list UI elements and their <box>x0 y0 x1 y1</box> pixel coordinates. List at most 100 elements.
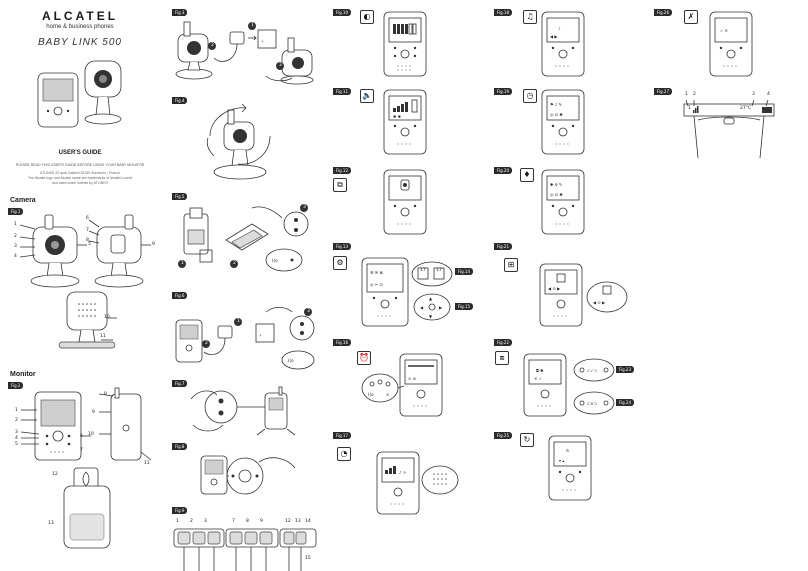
cover-product-illustration <box>37 60 122 128</box>
camera-callout-7: 7 <box>86 228 89 233</box>
fig9-callout-9: 9 <box>260 519 263 524</box>
fig4-label: Fig.4 <box>172 97 188 104</box>
svg-text:◎ ⊡ ✱: ◎ ⊡ ✱ <box>550 112 563 117</box>
alarm-icon: ⏰ <box>357 351 371 365</box>
fig26-label: Fig.26 <box>654 9 673 16</box>
fig9-button-panel-illustration <box>173 528 317 571</box>
monitor-callout-4: 4 <box>15 436 18 441</box>
svg-text:((o: ((o <box>368 392 374 397</box>
svg-text:✱ ✱: ✱ ✱ <box>393 114 402 119</box>
address-line-3: and used under license by ATLINKS <box>52 181 108 185</box>
svg-text:✕ ✓: ✕ ✓ <box>534 376 542 381</box>
svg-text:◀ ⊙ ▶: ◀ ⊙ ▶ <box>548 286 561 291</box>
fig1-label: Fig.1 <box>8 208 24 215</box>
camera-callout-10: 10 <box>104 315 110 320</box>
fig14-temperature-zoom <box>411 261 453 287</box>
fig9-callout-8: 8 <box>246 519 249 524</box>
monitor-callout-12: 12 <box>52 472 58 477</box>
fig27-temperature-readout: 27°C <box>740 106 752 111</box>
svg-text:⊂✓⊃: ⊂✓⊃ <box>587 368 597 373</box>
fig5-step-2: 2 <box>233 261 236 266</box>
svg-text:◎ ⊡ ✱: ◎ ⊡ ✱ <box>550 192 563 197</box>
camera-add-icon: ⧈ <box>495 351 509 365</box>
settings-icon: ⚙ <box>333 256 347 270</box>
fig8-label: Fig.8 <box>172 443 188 450</box>
fig6-step-1: 1 <box>237 319 240 324</box>
fig21-monitor-pairing-screen: ◀ ⊙ ▶ <box>539 263 583 327</box>
svg-text:◀ ▶: ◀ ▶ <box>550 34 558 39</box>
fig23-label: Fig.23 <box>616 366 635 373</box>
fig21-pairing-zoom: ◀ ⊙ ▶ <box>586 281 628 313</box>
fig5-step-3: 3 <box>303 205 306 210</box>
volume-icon: 🔈 <box>360 89 374 103</box>
fig9-label: Fig.9 <box>172 507 188 514</box>
fig3-step-2: 2 <box>211 43 214 48</box>
camera-callout-4: 4 <box>14 254 17 259</box>
fig3-step-markers <box>208 22 284 70</box>
fig27-callout-2: 2 <box>693 92 696 97</box>
fig7-label: Fig.7 <box>172 380 188 387</box>
svg-text:♪ ☼: ♪ ☼ <box>399 470 407 475</box>
fig3-step-3: 3 <box>279 63 282 68</box>
fig16-monitor-alarm-screen: ⊙ ⊘ <box>399 353 443 417</box>
svg-text:⊙ ⊘: ⊙ ⊘ <box>408 376 416 381</box>
fig5-step-1: 1 <box>181 261 184 266</box>
monitor-callout-1: 1 <box>15 408 18 413</box>
fig14-label: Fig.14 <box>455 268 474 275</box>
fig14-value-right: 17 <box>436 268 442 273</box>
fig9-callout-2: 2 <box>190 519 193 524</box>
fig21-label: Fig.21 <box>494 243 513 250</box>
fig25-label: Fig.25 <box>494 432 513 439</box>
guide-title: USER'S GUIDE <box>58 150 102 156</box>
fig27-status-signal: 1 <box>688 106 691 111</box>
monitor-callout-3: 3 <box>15 430 18 435</box>
fig27-callout-4: 4 <box>767 92 770 97</box>
fig17-speaker-zoom <box>421 465 459 495</box>
monitor-callout-5: 5 <box>15 442 18 447</box>
fig13-label: Fig.13 <box>333 243 352 250</box>
fig12-label: Fig.12 <box>333 167 352 174</box>
camera-callout-8: 8 <box>86 238 89 243</box>
fig6-step-3: 3 <box>307 309 310 314</box>
brand-tagline: home & business phones <box>46 24 114 30</box>
fig13-monitor-settings-screen: ⚒ ✉ ⊠ ◎ ✂ ⊡ <box>361 257 409 327</box>
svg-text:⚑ ♪ ✎: ⚑ ♪ ✎ <box>550 102 562 107</box>
fig11-label: Fig.11 <box>333 88 352 95</box>
fig14-value-left: 17 <box>420 268 426 273</box>
svg-text:⊙: ⊙ <box>386 392 389 397</box>
svg-text:⊂✕⊃: ⊂✕⊃ <box>587 401 597 406</box>
svg-text:((o: ((o <box>288 358 294 363</box>
fig27-status-bar-illustration <box>683 99 775 159</box>
fig9-callout-3: 3 <box>204 519 207 524</box>
music-note-icon: ♫ <box>523 10 537 24</box>
fig27-callout-1: 1 <box>685 92 688 97</box>
fig6-step-2: 2 <box>205 341 208 346</box>
fig3-label: Fig.3 <box>172 9 188 16</box>
svg-text:▾ ▴: ▾ ▴ <box>559 458 564 463</box>
fig20-monitor-sensitivity-screen: ✱ ♀ ✎ ◎ ⊡ ✱ <box>541 169 585 235</box>
svg-text:♪: ♪ <box>558 26 561 31</box>
fig27-label: Fig.27 <box>654 88 673 95</box>
fig17-label: Fig.17 <box>333 432 352 439</box>
fig23-confirm-zoom: ⊂✓⊃ <box>573 358 615 382</box>
fig15-navigation-zoom: ▲▼ ◀▶ <box>413 293 451 321</box>
pairing-icon: ⊞ <box>504 258 518 272</box>
fig9-callout-12: 12 <box>285 519 291 524</box>
fig10-label: Fig.10 <box>333 9 352 16</box>
fig6-step-markers <box>202 308 312 348</box>
fig22-label: Fig.22 <box>494 339 513 346</box>
address-line-1: ATLINKS 22 quai Gallieni 92150 Suresnes … <box>40 171 120 175</box>
fig18-monitor-music-screen: ♪ ◀ ▶ <box>541 11 585 77</box>
monitor-illustration <box>20 387 152 461</box>
microphone-icon: ♦ <box>520 168 534 182</box>
camera-callout-3: 3 <box>14 244 17 249</box>
svg-text:◀: ◀ <box>420 305 424 310</box>
fig17-monitor-lullaby-screen: ♪ ☼ <box>376 451 420 515</box>
svg-text:✱ ♀ ✎: ✱ ♀ ✎ <box>550 182 562 187</box>
product-name: BABY LINK 500 <box>38 37 122 48</box>
fig12-monitor-camera-screen <box>383 169 427 235</box>
section-monitor: Monitor <box>10 371 36 378</box>
fig16-label: Fig.16 <box>333 339 352 346</box>
fig18-label: Fig.18 <box>494 9 513 16</box>
svg-text:⧉ ✱: ⧉ ✱ <box>536 368 544 373</box>
